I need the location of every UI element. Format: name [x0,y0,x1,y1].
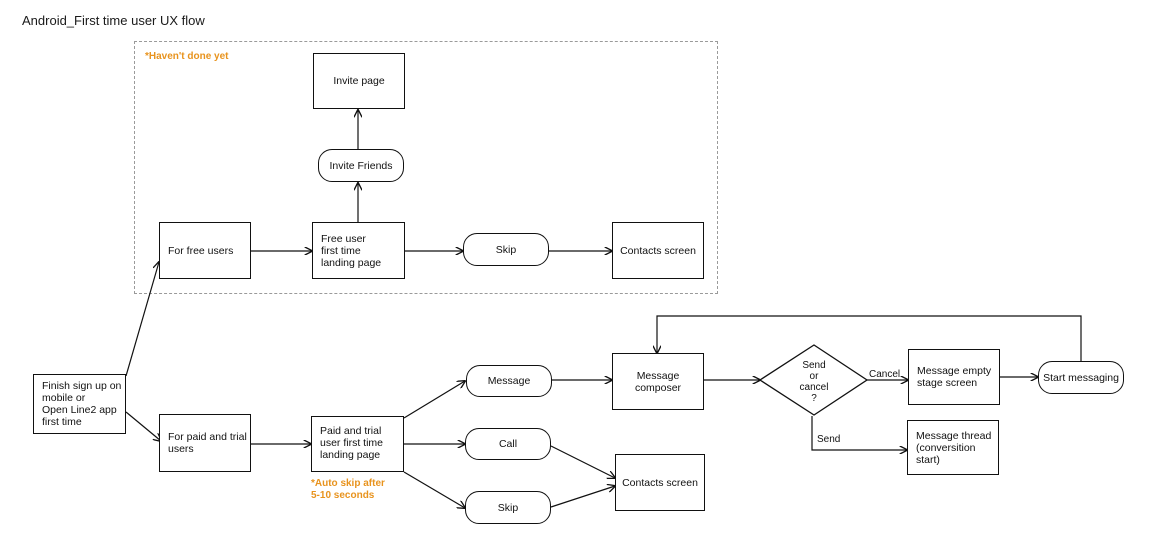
message-composer-node: Message composer [612,353,704,410]
contacts-free-node: Contacts screen [612,222,704,279]
auto-skip-note: *Auto skip after 5-10 seconds [311,478,385,501]
edge-start-to-composer [657,315,1082,361]
message-node: Message [466,365,552,397]
cancel-edge-label: Cancel [869,369,901,380]
message-thread-node: Message thread (conversition start) [907,420,999,475]
decision-diamond [758,344,869,416]
not-done-note: *Haven't done yet [145,51,229,62]
free-users-node: For free users [159,222,251,279]
decision-label: Send or cancel ? [799,360,829,404]
page-title: Android_First time user UX flow [22,13,205,28]
edge-skip-to-contacts-paid [550,486,615,508]
invite-page-node: Invite page [313,53,405,109]
paid-landing-node: Paid and trial user first time landing p… [311,416,404,472]
invite-friends-node: Invite Friends [318,149,404,182]
send-edge-label: Send [817,434,841,445]
edge-call-to-contacts [550,445,615,478]
finish-signup-node: Finish sign up on mobile or Open Line2 a… [33,374,126,434]
edge-finish-to-paid [125,411,161,441]
skip-paid-node: Skip [465,491,551,524]
not-done-group [134,41,718,294]
skip-free-node: Skip [463,233,549,266]
start-messaging-node: Start messaging [1038,361,1124,394]
contacts-paid-node: Contacts screen [615,454,705,511]
free-landing-node: Free user first time landing page [312,222,405,279]
call-node: Call [465,428,551,460]
edge-paid-landing-to-skip [403,471,465,508]
message-empty-node: Message empty stage screen [908,349,1000,405]
edge-finish-to-free [125,262,159,377]
paid-users-node: For paid and trial users [159,414,251,472]
edge-decision-to-thread [811,416,907,450]
edge-paid-landing-to-message [403,381,465,419]
